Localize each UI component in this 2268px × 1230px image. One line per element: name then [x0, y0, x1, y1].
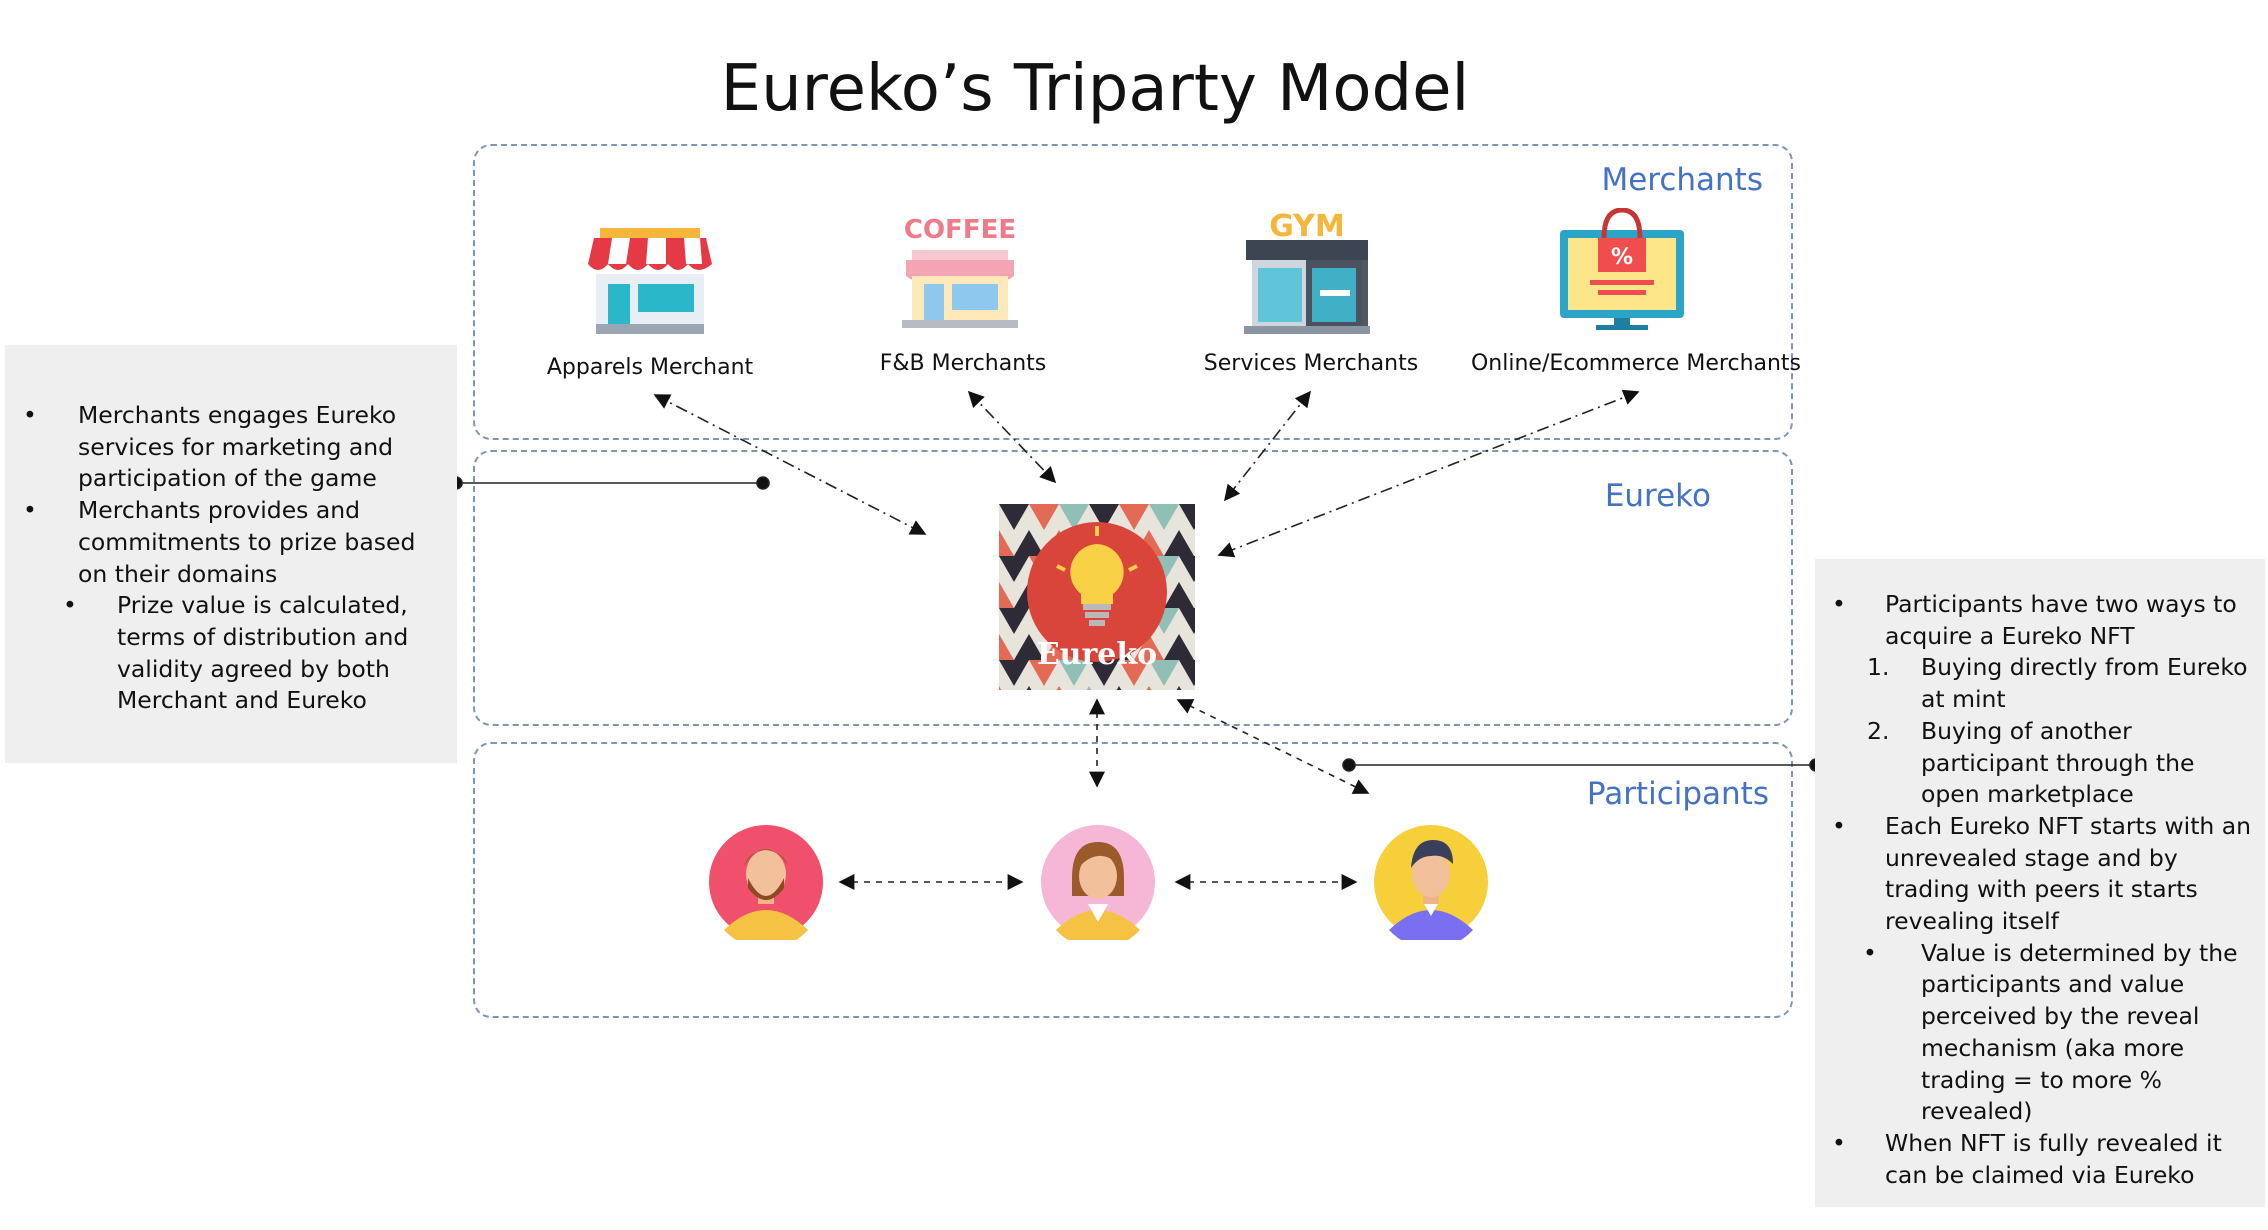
coffee-sign: COFFEE [904, 215, 1016, 245]
list-item: 1.Buying directly from Eureko at mint [1867, 653, 2248, 714]
page-title: Eureko’s Triparty Model [720, 52, 1470, 126]
arrow-services-eureko [1224, 390, 1311, 502]
arrow-eureko-participant-right [1176, 699, 1370, 794]
eureko-logo: Eureko [999, 504, 1195, 690]
gym-icon: GYM [1244, 210, 1370, 334]
svg-text:%: % [1611, 245, 1633, 270]
gym-sign: GYM [1269, 210, 1345, 244]
online-shop-icon: % [1560, 208, 1684, 330]
arrow-fnb-eureko [967, 390, 1057, 484]
merchant-label-services: Services Merchants [1203, 351, 1419, 376]
merchant-label-online: Online/Ecommerce Merchants [1470, 351, 1802, 376]
storefront-icon [588, 228, 712, 334]
list-item: •Prize value is calculated, terms of dis… [63, 591, 409, 715]
list-item: •Merchants provides and commitments to p… [23, 496, 416, 588]
list-item: •Value is determined by the participants… [1863, 938, 2238, 1126]
list-item: •Participants have two ways to acquire a… [1832, 590, 2237, 650]
participants-note: •Participants have two ways to acquire a… [1815, 559, 2265, 1207]
list-item: •When NFT is fully revealed it can be cl… [1832, 1128, 2222, 1189]
participants-section-title: Participants [1586, 776, 1769, 812]
merchants-note: •Merchants engages Eureko services for m… [5, 345, 457, 763]
merchants-section: Merchants [473, 144, 1793, 440]
list-item: •Merchants engages Eureko services for m… [23, 401, 397, 493]
merchant-label-apparels: Apparels Merchant [546, 355, 754, 380]
man-avatar-icon [1374, 825, 1488, 940]
merchant-label-fnb: F&B Merchants [879, 351, 1047, 376]
eureko-logo-text: Eureko [1037, 637, 1157, 672]
arrow-apparels-eureko [653, 394, 927, 535]
coffee-shop-icon: COFFEE [902, 215, 1018, 328]
list-item: •Each Eureko NFT starts with an unreveal… [1832, 811, 2252, 936]
arrow-online-eureko [1217, 389, 1640, 558]
list-item: 2.Buying of another participant through … [1867, 716, 2195, 809]
merchants-section-title: Merchants [1601, 162, 1763, 198]
bearded-man-avatar-icon [709, 825, 823, 940]
callout-dot-left-b [756, 476, 770, 490]
participants-section: Participants [473, 742, 1793, 1018]
woman-avatar-icon [1041, 825, 1155, 940]
callout-dot-right-a [1342, 758, 1356, 772]
